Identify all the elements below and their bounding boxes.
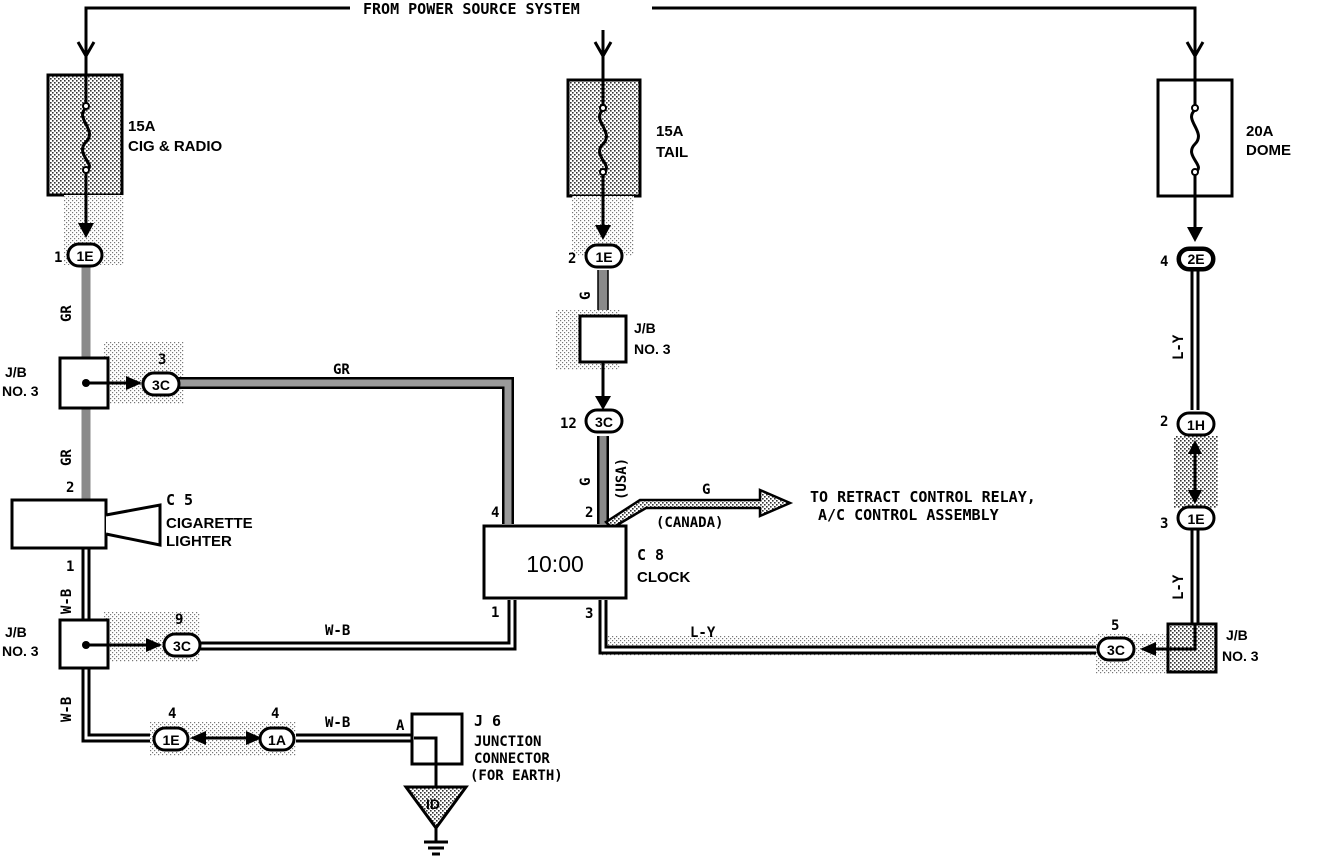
connector-pin: 1 [54,250,62,266]
connector-id: 1A [268,732,286,748]
clock-name: CLOCK [637,569,690,586]
jb-right-l1: J/B [1226,627,1248,643]
jb-right: J/B NO. 3 [1140,622,1259,674]
connector-pin: 4 [1160,254,1168,270]
wire-label-ly-1: L-Y [1171,334,1187,360]
destination-line-1: TO RETRACT CONTROL RELAY, [810,488,1036,506]
junction-connector: ID A J 6 JUNCTION CONNECTOR (FOR EARTH) [396,712,563,856]
jb-left-bottom: J/B NO. 3 [2,618,162,670]
jb-left-bot-l1: J/B [5,624,27,640]
fuse-cig-radio: 15A CIG & RADIO [46,60,223,265]
jb-left-top-l1: J/B [5,364,27,380]
clock: 10:00 4 2 3 1 C 8 CLOCK [482,505,690,622]
fuse-tail-name: TAIL [656,144,688,161]
connector-id: 1E [162,732,179,748]
junction-label-2: CONNECTOR [474,751,550,767]
jb-mid-l2: NO. 3 [634,341,671,357]
wire-label-gr-top: GR [333,362,350,378]
connector-1h: 1H 2 [1160,411,1216,437]
power-source-line: FROM POWER SOURCE SYSTEM [76,0,1205,60]
lighter-label-1: CIGARETTE [166,515,253,532]
connector-id: 2E [1187,251,1204,267]
connector-2e: 2E 4 [1160,246,1216,272]
jb-mid-l1: J/B [634,320,656,336]
connector-id: 1H [1187,417,1205,433]
fuse-dome: 20A DOME [1156,60,1291,242]
fuse-tail: 15A TAIL [566,60,688,256]
clock-pin-1: 1 [491,605,499,621]
junction-label-1: JUNCTION [474,734,541,750]
connector-pin: 4 [271,706,279,722]
connector-pin: 2 [568,251,576,267]
clock-pin-3: 3 [585,606,593,622]
fuse-dome-name: DOME [1246,142,1291,159]
connector-1e-right: 1E 3 [1160,505,1216,532]
junction-label-3: (FOR EARTH) [470,768,563,784]
connector-3c-left-bottom: 3C 9 [162,612,202,658]
connector-pin: 2 [1160,414,1168,430]
wire-label-ly-3: L-Y [690,625,716,641]
middle-wiring: J/B NO. 3 G G (USA) G (CANADA) TO RETRAC… [556,270,1120,656]
connector-pin: 3 [1160,516,1168,532]
ground-label: ID [426,796,440,812]
connector-pin: 12 [560,416,577,432]
wire-label-wb-1: W-B [59,589,75,614]
connector-id: 3C [595,414,613,430]
junction-pin-a: A [396,718,405,734]
connector-3c-right: 3C 5 [1096,618,1136,662]
connector-link-1e-1a [190,731,262,745]
connector-1e-mid: 1E 2 [568,243,624,269]
connector-1a: 1A 4 [258,706,296,752]
connector-id: 3C [152,377,170,393]
lighter-pin-1: 1 [66,559,74,575]
junction-code: J 6 [474,712,501,730]
connector-id: 1E [595,249,612,265]
jb-left-bot-l2: NO. 3 [2,643,39,659]
connector-3c-left-top: 3C 3 [141,352,181,397]
right-wiring: L-Y L-Y [1096,270,1218,674]
wire-label-wb-2: W-B [59,697,75,722]
connector-1e-top: 1E 1 [54,242,104,268]
connector-pin: 5 [1111,618,1119,634]
connector-id: 1E [1187,511,1204,527]
cigarette-lighter: 2 1 C 5 CIGARETTE LIGHTER [10,480,253,575]
wire-label-g-1: G [578,292,594,300]
fuse-tail-amp: 15A [656,123,684,140]
wire-label-gr-1: GR [59,305,75,322]
jb-left-top: J/B NO. 3 [2,356,142,410]
connector-id: 3C [1107,642,1125,658]
lighter-pin-2: 2 [66,480,74,496]
fuse-dome-amp: 20A [1246,123,1274,140]
connector-1e-bottom: 1E 4 [152,706,190,752]
wire-label-ly-2: L-Y [1171,574,1187,600]
clock-code: C 8 [637,546,664,564]
lighter-label-2: LIGHTER [166,533,232,550]
fuse-cig-amp: 15A [128,118,156,135]
connector-pin: 4 [168,706,176,722]
clock-pin-4: 4 [491,505,499,521]
power-source-label: FROM POWER SOURCE SYSTEM [363,0,580,18]
fuse-cig-name: CIG & RADIO [128,138,223,155]
clock-display: 10:00 [526,551,584,577]
clock-pin-2: 2 [585,505,593,521]
wire-label-g-3: G [702,482,710,498]
lighter-code: C 5 [166,491,193,509]
destination-line-2: A/C CONTROL ASSEMBLY [818,506,999,524]
wire-label-wb-3: W-B [325,623,350,639]
jb-left-top-l2: NO. 3 [2,383,39,399]
wire-label-wb-4: W-B [325,715,350,731]
connector-id: 3C [173,638,191,654]
connector-id: 1E [76,248,93,264]
connector-3c-mid: 3C 12 [560,408,624,434]
wire-label-g-2: G [578,478,594,486]
wire-label-gr-2: GR [59,449,75,466]
connector-pin: 9 [175,612,183,628]
connector-pin: 3 [158,352,166,368]
region-canada: (CANADA) [656,515,723,531]
jb-right-l2: NO. 3 [1222,648,1259,664]
region-usa: (USA) [614,458,630,500]
